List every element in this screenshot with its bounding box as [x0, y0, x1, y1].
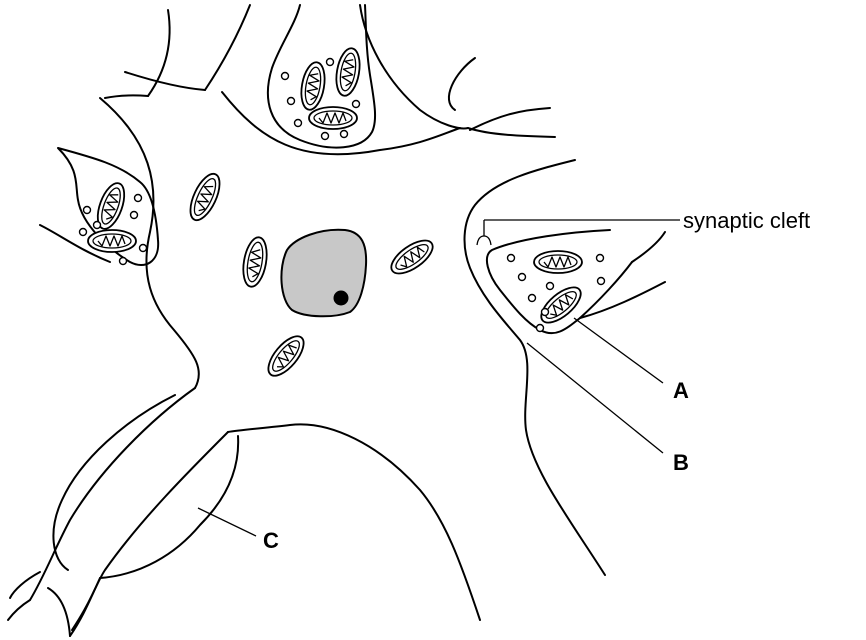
mitochondrion-top-1 — [298, 60, 328, 111]
axon — [8, 388, 238, 636]
label-synaptic-cleft: synaptic cleft — [683, 208, 810, 233]
label-b: B — [673, 450, 689, 475]
mitochondrion-2 — [240, 235, 270, 288]
cell-body-outline — [100, 5, 605, 620]
mitochondrion-top-3 — [309, 107, 357, 129]
mitochondrion-4 — [262, 331, 310, 382]
leader-line-a — [574, 318, 663, 383]
right-synaptic-knob — [487, 230, 665, 333]
mitochondrion-right-1 — [534, 251, 582, 273]
label-a: A — [673, 378, 689, 403]
mitochondrion-3 — [386, 234, 438, 280]
nucleus — [281, 230, 366, 317]
mitochondrion-top-2 — [333, 46, 363, 97]
nucleolus — [334, 291, 349, 306]
mitochondrion-left-2 — [88, 230, 136, 252]
leader-line-b — [527, 343, 663, 453]
leader-line-c — [198, 508, 256, 536]
label-c: C — [263, 528, 279, 553]
mitochondrion-1 — [184, 170, 225, 225]
